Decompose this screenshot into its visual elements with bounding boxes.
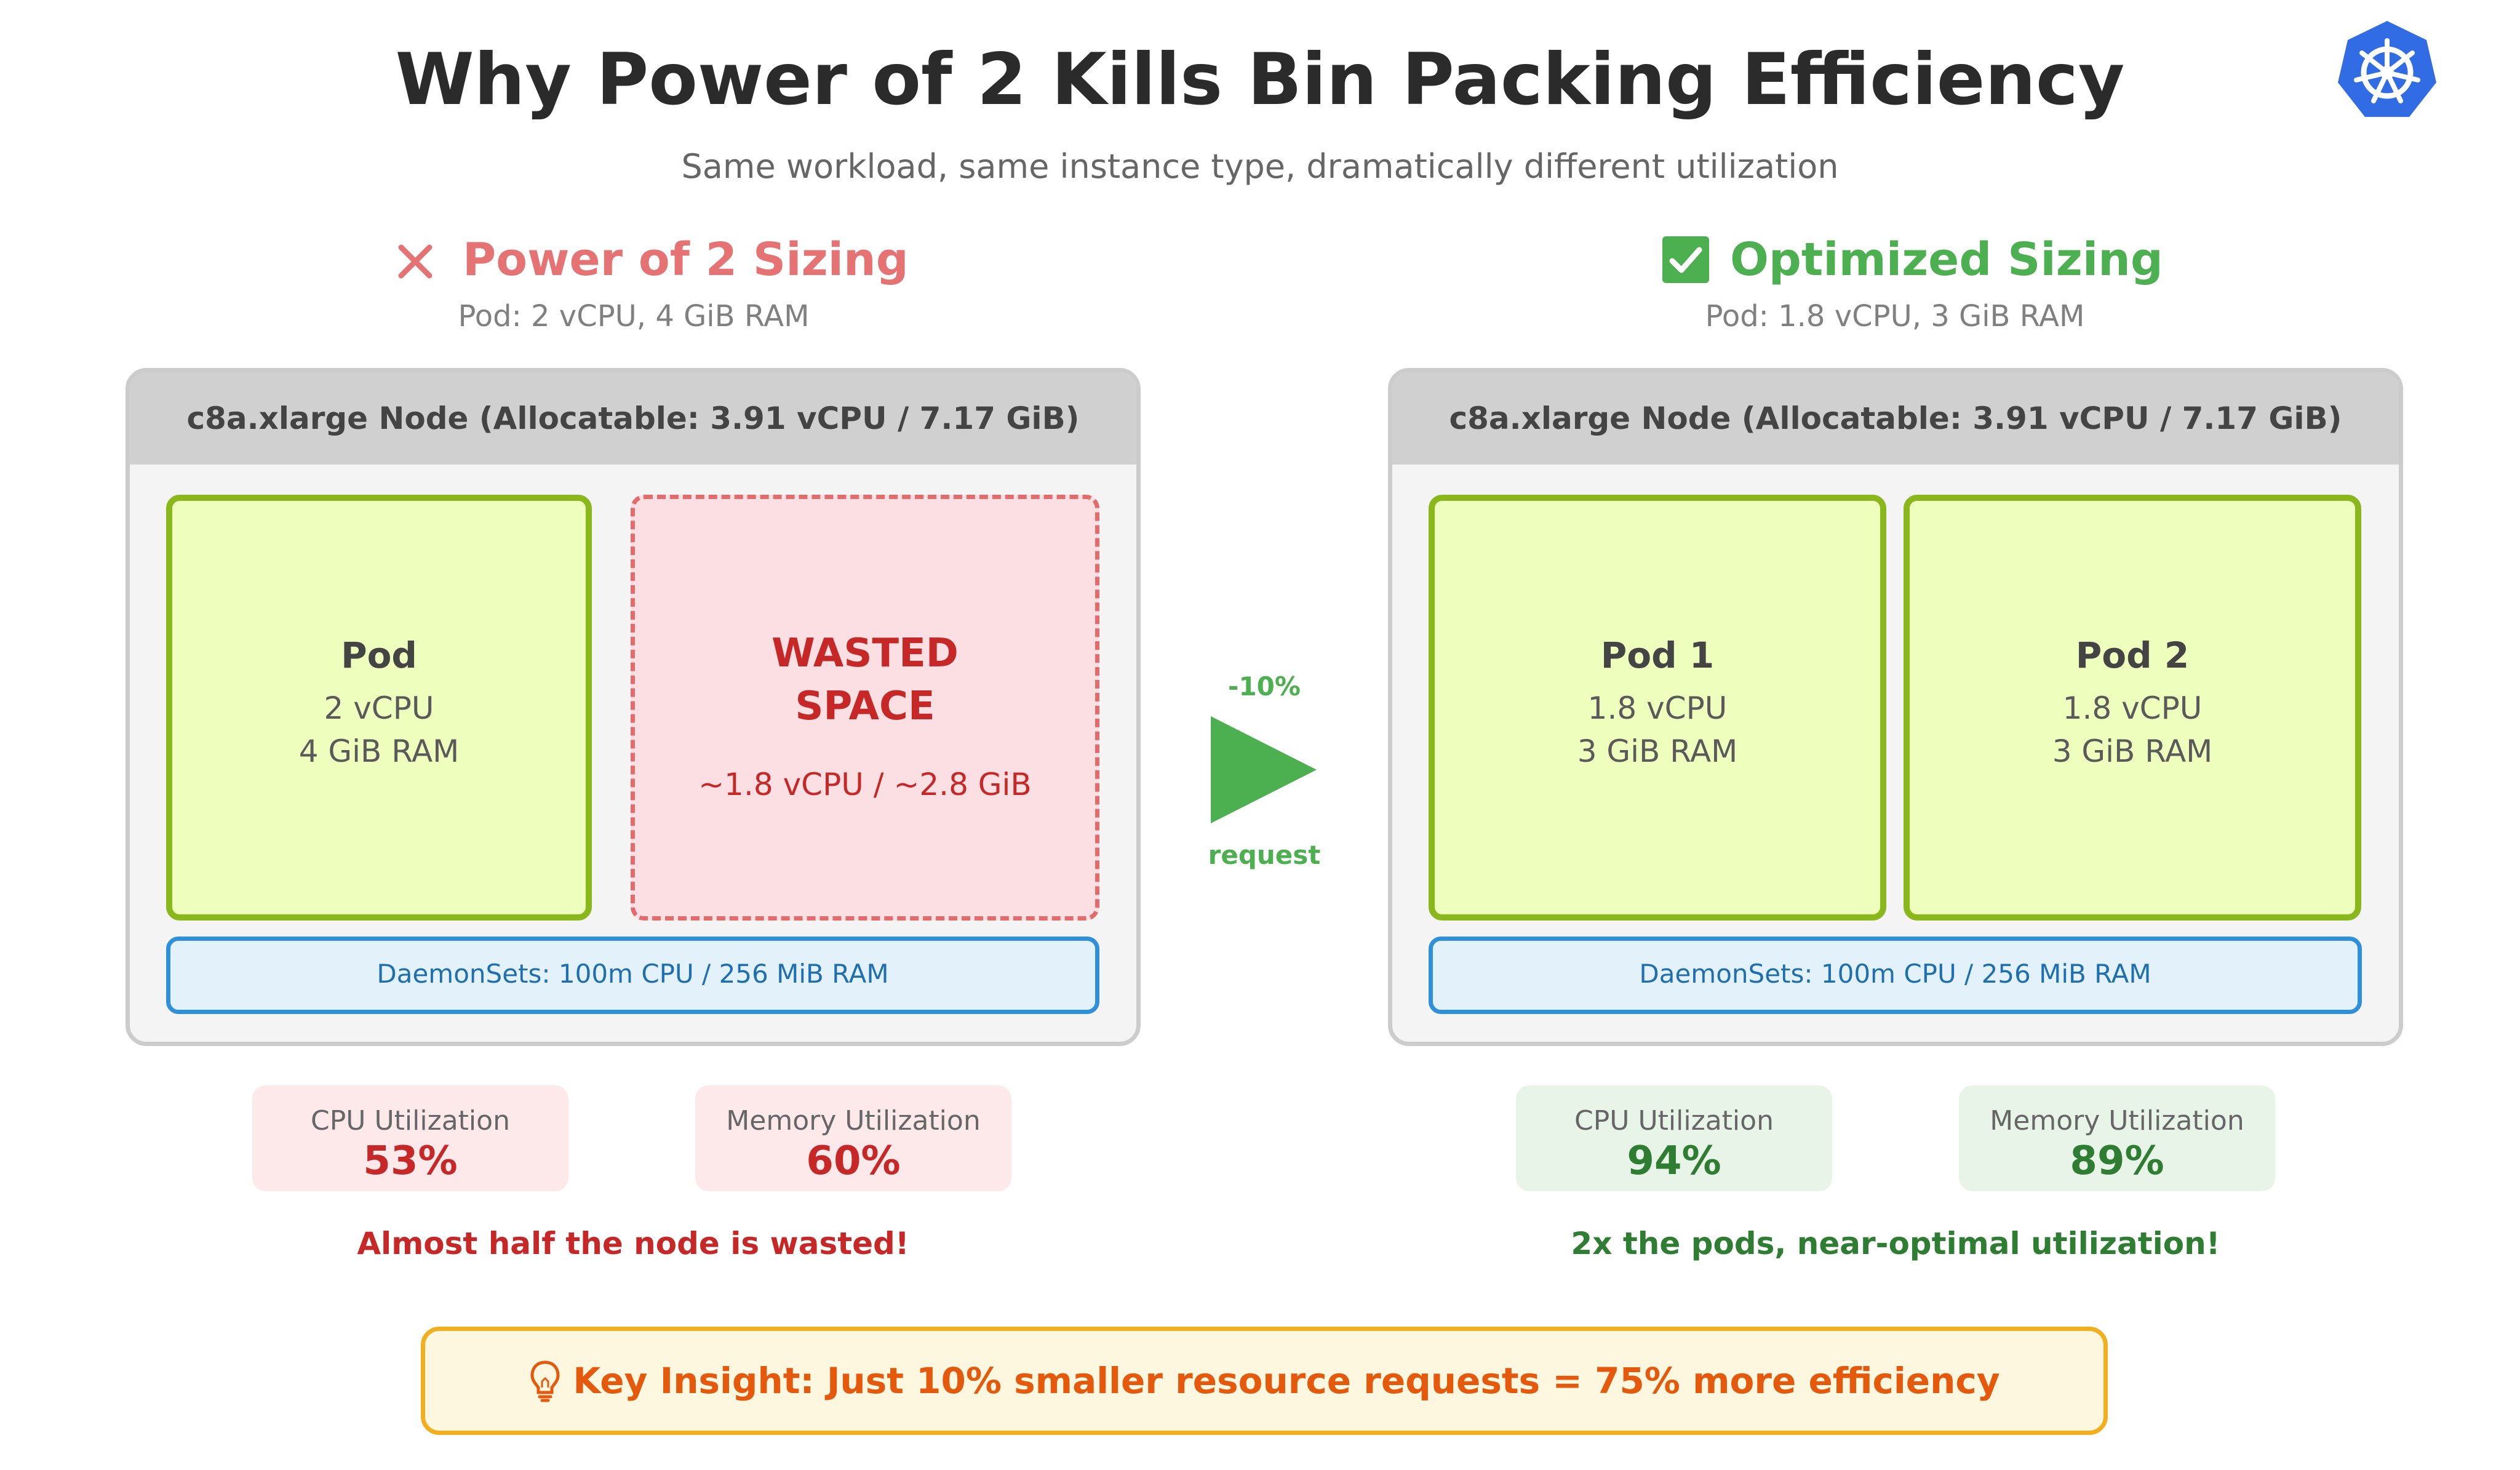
- left-heading-label: Power of 2 Sizing: [463, 233, 909, 286]
- right-heading-label: Optimized Sizing: [1730, 233, 2163, 286]
- pod-name: Pod: [341, 634, 417, 676]
- right-note: 2x the pods, near-optimal utilization!: [1571, 1226, 2220, 1261]
- kubernetes-logo-icon: [2338, 21, 2436, 117]
- pod-ram: 3 GiB RAM: [1577, 733, 1738, 769]
- checkmark-icon: [1662, 236, 1709, 283]
- wasted-title-line1: WASTED: [772, 631, 959, 676]
- key-insight-banner: Key Insight: Just 10% smaller resource r…: [421, 1327, 2108, 1435]
- right-daemonsets: DaemonSets: 100m CPU / 256 MiB RAM: [1429, 937, 2362, 1014]
- pod-cpu: 2 vCPU: [324, 690, 434, 726]
- right-pod-1: Pod 1 1.8 vCPU 3 GiB RAM: [1429, 495, 1886, 921]
- left-note: Almost half the node is wasted!: [357, 1226, 909, 1261]
- wasted-title-line2: SPACE: [795, 684, 935, 729]
- lightbulb-icon: [530, 1360, 560, 1402]
- metric-value: 94%: [1627, 1138, 1721, 1184]
- metric-value: 89%: [2070, 1138, 2164, 1184]
- left-node-title: c8a.xlarge Node (Allocatable: 3.91 vCPU …: [130, 372, 1136, 465]
- pod-ram: 4 GiB RAM: [298, 733, 460, 769]
- cross-icon: [398, 244, 433, 279]
- metric-label: CPU Utilization: [1574, 1105, 1774, 1136]
- left-memory-metric: Memory Utilization 60%: [695, 1085, 1011, 1191]
- right-heading: Optimized Sizing: [1661, 229, 2163, 290]
- left-pod: Pod 2 vCPU 4 GiB RAM: [166, 495, 592, 921]
- pod-cpu: 1.8 vCPU: [2062, 690, 2203, 726]
- left-heading: Power of 2 Sizing: [394, 229, 909, 290]
- right-pod-2: Pod 2 1.8 vCPU 3 GiB RAM: [1904, 495, 2361, 921]
- metric-label: Memory Utilization: [1990, 1105, 2244, 1136]
- key-insight-text: Key Insight: Just 10% smaller resource r…: [573, 1360, 2000, 1402]
- right-node-title: c8a.xlarge Node (Allocatable: 3.91 vCPU …: [1392, 372, 2399, 465]
- wasted-detail: ~1.8 vCPU / ~2.8 GiB: [698, 767, 1032, 802]
- right-pod-spec: Pod: 1.8 vCPU, 3 GiB RAM: [1705, 299, 2085, 334]
- metric-value: 53%: [363, 1138, 458, 1184]
- left-daemonsets: DaemonSets: 100m CPU / 256 MiB RAM: [166, 937, 1099, 1014]
- pod-name: Pod 1: [1600, 634, 1715, 676]
- arrow-bottom-label: request: [1208, 840, 1321, 870]
- metric-label: Memory Utilization: [726, 1105, 981, 1136]
- pod-ram: 3 GiB RAM: [2052, 733, 2213, 769]
- wasted-space-box: WASTED SPACE ~1.8 vCPU / ~2.8 GiB: [631, 495, 1099, 921]
- pod-cpu: 1.8 vCPU: [1587, 690, 1728, 726]
- arrow-top-label: -10%: [1228, 671, 1301, 701]
- metric-label: CPU Utilization: [311, 1105, 510, 1136]
- pod-name: Pod 2: [2075, 634, 2190, 676]
- page-subtitle: Same workload, same instance type, drama…: [681, 147, 1839, 186]
- right-memory-metric: Memory Utilization 89%: [1959, 1085, 2275, 1191]
- play-arrow-icon: [1211, 716, 1317, 823]
- metric-value: 60%: [806, 1138, 901, 1184]
- right-cpu-metric: CPU Utilization 94%: [1516, 1085, 1832, 1191]
- page-title: Why Power of 2 Kills Bin Packing Efficie…: [395, 38, 2125, 121]
- left-cpu-metric: CPU Utilization 53%: [252, 1085, 568, 1191]
- left-pod-spec: Pod: 2 vCPU, 4 GiB RAM: [458, 299, 810, 334]
